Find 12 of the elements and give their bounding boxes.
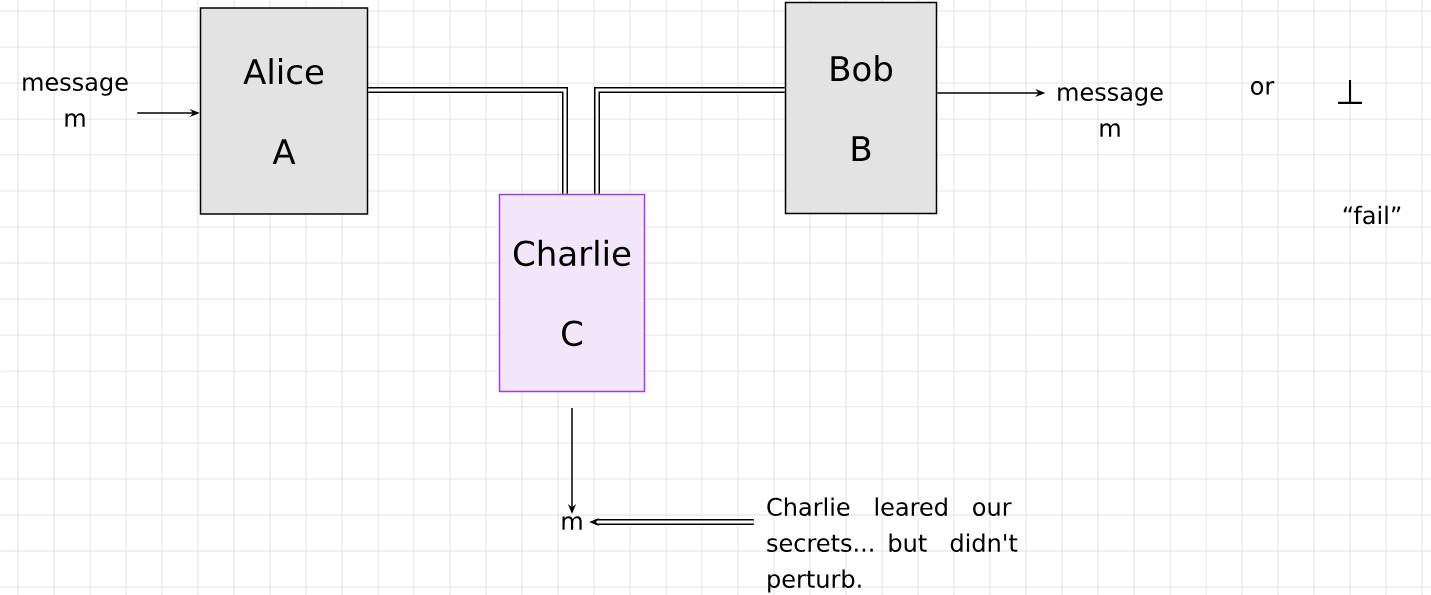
text-label: m (562, 516, 582, 530)
text-label: “fail” (1343, 205, 1401, 225)
text-label: ⊥ (1338, 80, 1362, 104)
text-label: or (1251, 81, 1275, 95)
process-box: Alice A (199, 7, 369, 215)
text-label: message m (23, 77, 128, 127)
double-line (368, 87, 568, 194)
process-box: Bob B (784, 1, 938, 215)
note-text: Charlie leared our secrets... but didn't perturb. (767, 497, 1018, 593)
process-box: Charlie C (498, 193, 646, 393)
double-line (594, 87, 785, 194)
text-label: message m (1058, 87, 1163, 137)
